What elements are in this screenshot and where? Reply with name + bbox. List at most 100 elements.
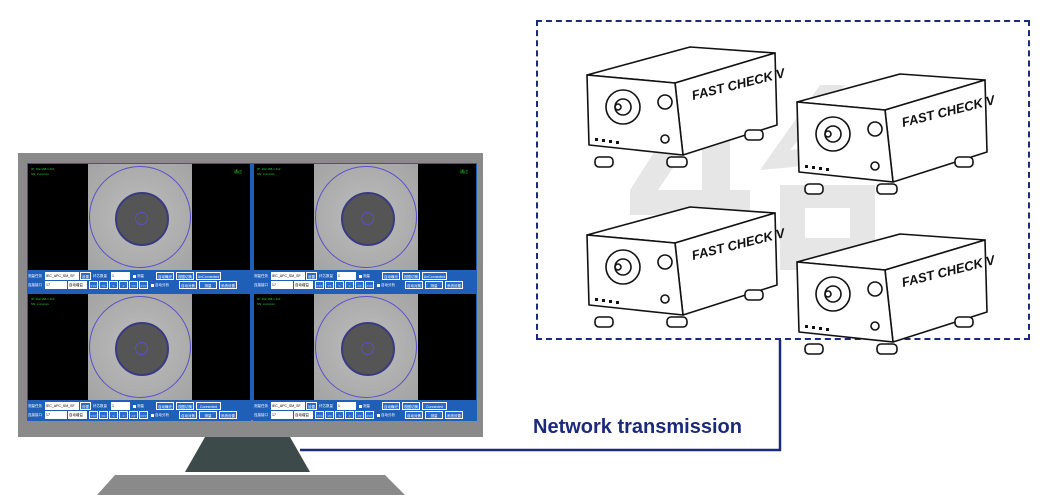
auto-analyze-checkbox[interactable]: 自动分析 [151,411,169,419]
nav-button[interactable]: << [99,411,108,419]
nav-button[interactable]: < [109,281,118,289]
core-count-label: 纤芯数量 [319,404,333,408]
nav-button[interactable]: <<< [89,281,98,289]
auto-analyze-checkbox[interactable]: 自动分析 [377,411,395,419]
nav-button[interactable]: > [345,281,354,289]
nav-button[interactable]: <<< [89,411,98,419]
measure-checkbox[interactable]: 测量 [359,402,370,410]
fiber-core [341,322,395,376]
port-input[interactable]: 17 [45,281,67,289]
task-select[interactable]: IEC_APC_SM_SF [271,402,305,410]
checkbox-label: 测量 [137,404,144,408]
nav-button[interactable]: >> [129,281,138,289]
system-settings-button[interactable]: 系统设置 [219,281,237,289]
connection-button[interactable]: Connected [196,402,221,410]
fast-check-device: FAST CHECK V2 [796,233,995,355]
nav-button[interactable]: >> [355,411,364,419]
nav-button[interactable]: <<< [315,411,324,419]
core-ring [135,212,148,225]
core-count-label: 纤芯数量 [93,274,107,278]
nav-button[interactable]: << [325,411,334,419]
view-switch-button[interactable]: 视图切换 [176,402,194,410]
set-button[interactable]: 设置 [306,402,317,410]
set-button[interactable]: 设置 [80,402,91,410]
measure-button[interactable]: 测量 [425,281,443,289]
task-select[interactable]: IEC_APC_SM_SF [45,272,79,280]
gain-select[interactable]: 自动增益 [68,281,87,289]
checkbox-icon [377,283,380,287]
nav-button[interactable]: > [345,411,354,419]
measure-button[interactable]: 测量 [199,411,217,419]
measure-checkbox[interactable]: 测量 [133,402,144,410]
auto-focus-button[interactable]: 自动对焦 [405,411,423,419]
checkbox-icon [377,413,380,417]
nav-button[interactable]: >>> [139,411,148,419]
measure-button[interactable]: 测量 [425,411,443,419]
nav-button[interactable]: << [99,281,108,289]
nav-button[interactable]: >>> [365,411,374,419]
fiber-image [88,294,192,400]
measure-checkbox[interactable]: 测量 [359,272,370,280]
nav-button[interactable]: < [109,411,118,419]
task-select[interactable]: IEC_APC_SM_SF [45,402,79,410]
nav-button[interactable]: >> [355,281,364,289]
auto-exposure-button[interactable]: 自动曝光 [156,402,174,410]
nav-button[interactable]: < [335,411,344,419]
system-settings-button[interactable]: 系统设置 [219,411,237,419]
view-switch-button[interactable]: 视图切换 [402,272,420,280]
core-ring [361,342,374,355]
nav-button[interactable]: >>> [139,281,148,289]
auto-analyze-checkbox[interactable]: 自动分析 [377,281,395,289]
connection-button[interactable]: UnConnected [422,272,447,280]
auto-exposure-button[interactable]: 自动曝光 [382,402,400,410]
nav-button[interactable]: >>> [365,281,374,289]
auto-focus-button[interactable]: 自动对焦 [179,411,197,419]
auto-focus-button[interactable]: 自动对焦 [179,281,197,289]
port-label: 连接接口 [28,283,42,287]
nav-button[interactable]: > [119,281,128,289]
core-count-input[interactable]: 1 [337,402,356,410]
nav-button[interactable]: > [119,411,128,419]
core-ring [361,212,374,225]
nav-button[interactable]: >> [129,411,138,419]
connection-button[interactable]: UnConnected [196,272,221,280]
core-count-input[interactable]: 1 [337,272,356,280]
system-settings-button[interactable]: 系统设置 [445,411,463,419]
port-input[interactable]: 17 [271,411,293,419]
checkbox-icon [151,413,154,417]
auto-analyze-checkbox[interactable]: 自动分析 [151,281,169,289]
view-switch-button[interactable]: 视图切换 [402,402,420,410]
core-count-input[interactable]: 1 [111,402,130,410]
checkbox-label: 自动分析 [381,283,395,287]
port-input[interactable]: 17 [45,411,67,419]
core-count-input[interactable]: 1 [111,272,130,280]
gain-select[interactable]: 自动增益 [68,411,87,419]
view-switch-button[interactable]: 视图切换 [176,272,194,280]
gain-select[interactable]: 自动增益 [294,281,313,289]
connection-button[interactable]: Connected [422,402,447,410]
gain-select[interactable]: 自动增益 [294,411,313,419]
auto-focus-button[interactable]: 自动对焦 [405,281,423,289]
auto-exposure-button[interactable]: 自动曝光 [382,272,400,280]
nav-button[interactable]: < [335,281,344,289]
cladding-ring [89,166,191,268]
auto-exposure-button[interactable]: 自动曝光 [156,272,174,280]
measure-checkbox[interactable]: 测量 [133,272,144,280]
nav-button[interactable]: << [325,281,334,289]
measure-button[interactable]: 测量 [199,281,217,289]
set-button[interactable]: 设置 [306,272,317,280]
port-input[interactable]: 17 [271,281,293,289]
checkbox-icon [359,274,362,278]
monitor-base [97,475,405,495]
system-settings-button[interactable]: 系统设置 [445,281,463,289]
task-select[interactable]: IEC_APC_SM_SF [271,272,305,280]
set-button[interactable]: 设置 [80,272,91,280]
core-count-label: 纤芯数量 [319,274,333,278]
fiber-core [115,322,169,376]
nav-button[interactable]: <<< [315,281,324,289]
